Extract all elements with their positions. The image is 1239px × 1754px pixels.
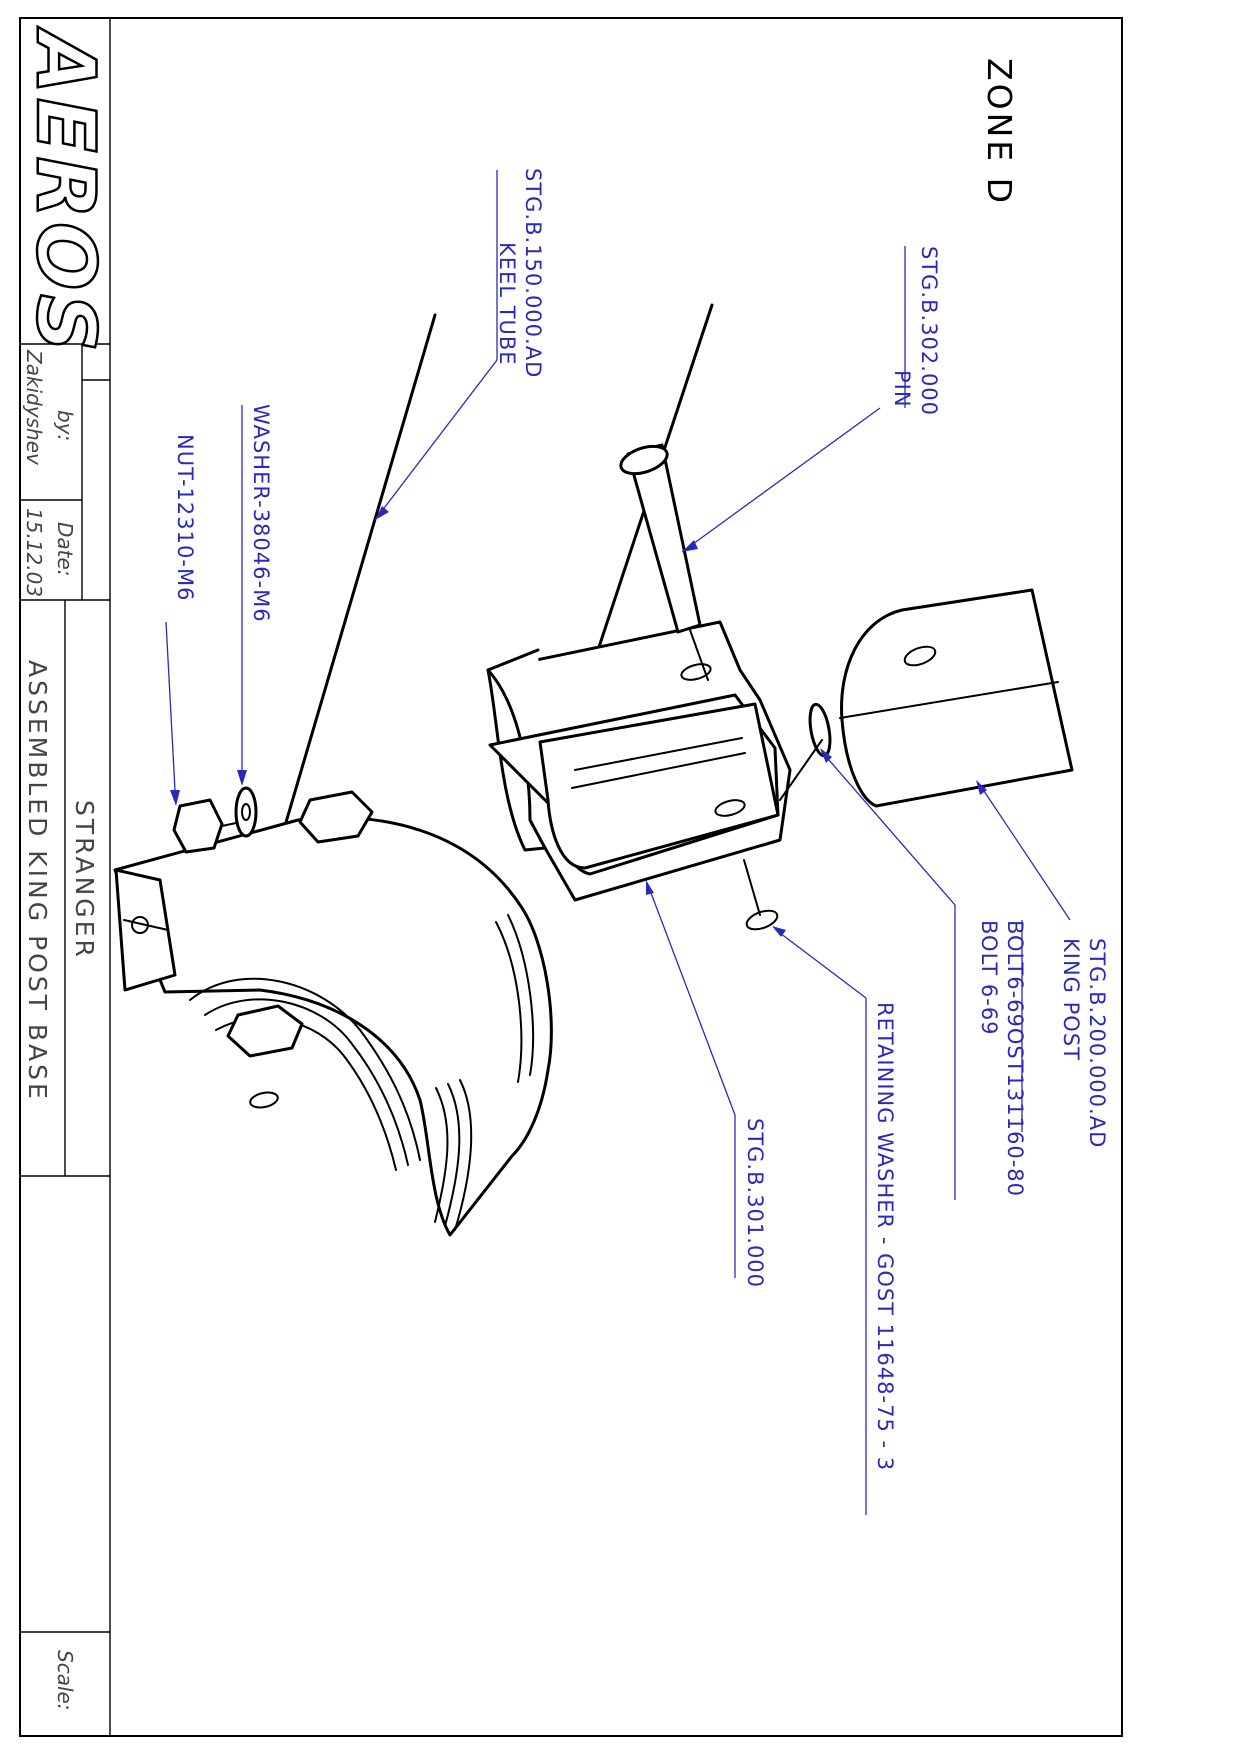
callout-retaining-text: RETAINING WASHER - GOST 11648-75 - 3: [873, 1002, 897, 1471]
callout-keel-tube: STG.B.150.000.AD KEEL TUBE: [374, 168, 545, 521]
callout-keel-number: STG.B.150.000.AD: [521, 168, 545, 378]
title-block: AEROS by: Zakidyshev Date: 15.12.03 STRA…: [18, 18, 113, 1736]
callout-pin: STG.B.302.000 PIN: [681, 246, 941, 553]
callout-bracket-text: STG.B.301.000: [743, 1118, 767, 1288]
callout-bracket: STG.B.301.000: [646, 880, 767, 1288]
project-name: STRANGER: [70, 800, 99, 960]
callout-keel-name: KEEL TUBE: [495, 242, 519, 366]
callout-bolt: BOLT6-69OST131160-80 BOLT 6-69: [820, 748, 1027, 1200]
bracket-base: [113, 620, 792, 1237]
callout-king-post: STG.B.200.000.AD KING POST: [976, 780, 1109, 1148]
callout-washer-text: WASHER-38046-M6: [249, 404, 273, 623]
sheet-border: [19, 17, 1123, 1737]
scale-label: Scale:: [53, 1650, 77, 1711]
callout-pin-name: PIN: [890, 370, 914, 408]
nut-washer-stack: [172, 786, 258, 854]
bolt-part: [743, 702, 832, 931]
drawing-title: ASSEMBLED KING POST BASE: [23, 660, 52, 1102]
callout-washer: WASHER-38046-M6: [237, 404, 273, 786]
callout-nut: NUT-12310-M6: [165, 434, 197, 806]
callout-bolt-name: BOLT 6-69: [977, 920, 1001, 1036]
zone-label: ZONE D: [980, 58, 1019, 206]
pin-part: [619, 443, 709, 681]
king-post: [839, 588, 1074, 808]
aeros-logo: AEROS: [19, 26, 112, 356]
callout-kingpost-number: STG.B.200.000.AD: [1085, 938, 1109, 1148]
callout-kingpost-name: KING POST: [1059, 938, 1083, 1061]
date-label: Date:: [53, 522, 77, 577]
by-label: by:: [53, 410, 77, 441]
callout-retaining-washer: RETAINING WASHER - GOST 11648-75 - 3: [772, 926, 897, 1515]
callout-nut-text: NUT-12310-M6: [173, 434, 197, 601]
callout-pin-number: STG.B.302.000: [917, 246, 941, 416]
callout-bolt-spec: BOLT6-69OST131160-80: [1003, 920, 1027, 1197]
by-value: Zakidyshev: [22, 349, 46, 466]
date-value: 15.12.03: [22, 508, 46, 597]
